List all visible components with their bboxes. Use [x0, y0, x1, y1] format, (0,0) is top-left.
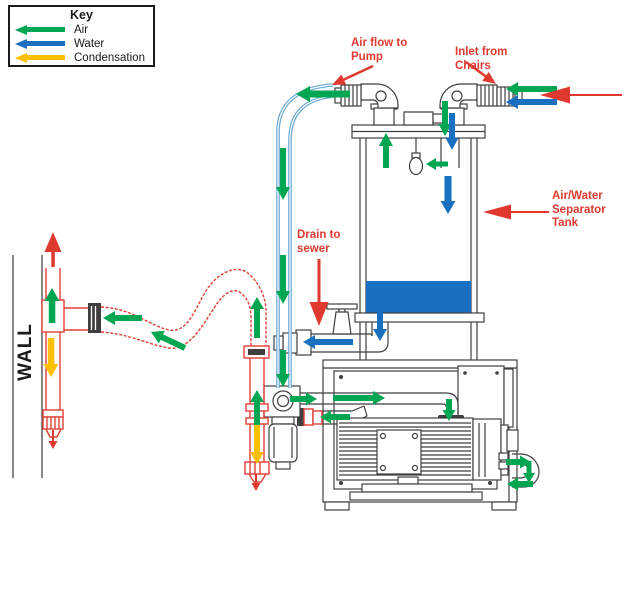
wall: [12, 255, 43, 478]
bypass-air-left-arrow: [320, 410, 350, 424]
hose-air-to-wall-arrow: [103, 311, 142, 325]
trap-condensation-down-arrow: [250, 425, 264, 464]
wall-drip-arrow: [48, 430, 58, 449]
exhaust-air-left-arrow: [507, 477, 533, 491]
tank-water-level: [366, 281, 471, 313]
pointer-drain-to-sewer: [309, 259, 329, 326]
trap-air-up-arrow: [250, 390, 264, 430]
air-out-to-pump-arrow: [296, 86, 350, 102]
filter-bowl: [268, 423, 298, 463]
drain-water-left-arrow: [303, 335, 353, 349]
corrugated-hose: [88, 268, 270, 359]
inlet-main-arrow: [540, 86, 622, 104]
label-air-flow-to-pump: Air flow to Pump: [351, 37, 408, 63]
flow-arrows: [43, 61, 622, 491]
legend-item-water: Water: [15, 37, 148, 50]
air-water-separator-tank: [334, 83, 523, 360]
hose-air-down-arrow-1: [276, 148, 290, 200]
wall-air-up-arrow: [44, 288, 60, 323]
legend-label-water: Water: [74, 37, 105, 50]
legend-item-air: Air: [15, 23, 148, 36]
tank-inlet-water-down-arrow: [445, 113, 459, 150]
pointer-inlet-from-chairs: [465, 61, 496, 84]
exhaust-air-right-arrow: [506, 455, 531, 469]
exhaust-air-down-arrow: [523, 461, 535, 483]
pointer-separator-tank: [483, 204, 549, 220]
inlet-water-arrow: [506, 95, 557, 109]
wall-condensation-down-arrow: [43, 338, 59, 377]
pipe-air-right-arrow: [333, 391, 385, 405]
drain-water-down-arrow: [373, 308, 387, 341]
label-drain-to-sewer: Drain to sewer: [297, 229, 341, 255]
air-arrow-icon: [15, 24, 65, 35]
condensation-arrow-icon: [15, 52, 65, 63]
legend-label-air: Air: [74, 23, 89, 36]
hose-air-diagonal-arrow: [151, 330, 187, 351]
filter-regulator: [263, 385, 301, 470]
legend-item-condensation: Condensation: [15, 51, 148, 64]
hose-air-down-arrow-3: [276, 350, 290, 387]
level-sensor-box: [403, 111, 434, 126]
tank-air-rise-arrow: [379, 133, 393, 168]
legend-title: Key: [70, 8, 93, 22]
tank-inlet-air-down-arrow: [438, 101, 452, 136]
hose-air-up-arrow: [250, 297, 264, 338]
hose-air-down-arrow-2: [276, 255, 290, 304]
pointer-air-flow-to-pump: [332, 64, 374, 85]
water-arrow-icon: [15, 38, 65, 49]
pump-inlet-down-arrow: [442, 399, 456, 421]
label-wall: WALL: [15, 323, 36, 381]
vacuum-pump: [297, 359, 540, 511]
trap-drip-arrow: [251, 474, 261, 491]
inlet-air-arrow: [506, 82, 557, 96]
legend-label-condensation: Condensation: [74, 51, 145, 64]
label-separator-tank: Air/Water Separator Tank: [552, 190, 606, 229]
wall-vent-up-arrow: [44, 232, 62, 267]
label-inlet-from-chairs: Inlet from Chairs: [455, 46, 508, 72]
tank-water-down-arrow: [440, 176, 456, 214]
tank-air-left-arrow: [426, 158, 448, 170]
drain-valve-handle: [326, 303, 358, 310]
float-sensor: [408, 156, 424, 176]
filter-air-out-arrow: [290, 392, 317, 406]
legend: Key Air Water Condensation: [8, 5, 155, 67]
